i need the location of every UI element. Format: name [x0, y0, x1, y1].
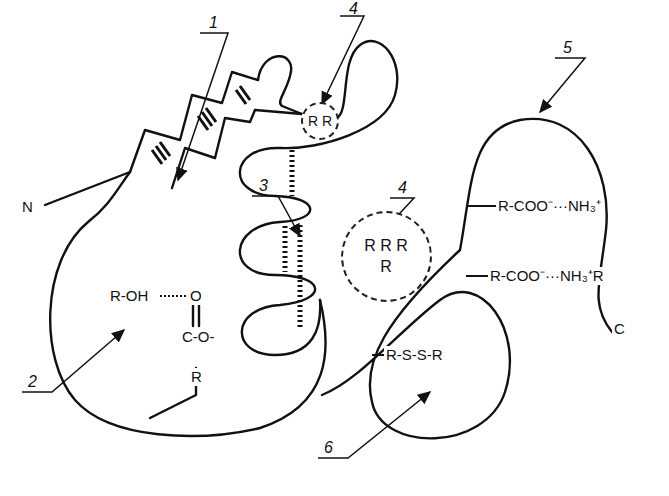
side-chain-group: R R R R [341, 211, 432, 302]
terminus-label: C [612, 320, 627, 338]
callout-number: 4 [396, 179, 409, 197]
callout-number: 6 [322, 439, 335, 457]
side-chain-group: R R [301, 102, 339, 140]
side-chain-text: R R R R [364, 235, 408, 277]
chemical-group: R-COO⁻···NH₃⁺R [488, 267, 606, 285]
terminus-label: N [20, 198, 35, 216]
side-chain-text: R R [308, 111, 332, 132]
chemical-group: R-COO⁻···NH₃⁺ [496, 197, 603, 215]
callout-number: 3 [257, 177, 270, 195]
callout-number: 5 [561, 39, 574, 57]
chemical-group: O [188, 287, 204, 305]
callout-number: 2 [26, 373, 39, 391]
chemical-group: R [189, 368, 204, 386]
chemical-group: R-S-S-R [384, 346, 445, 364]
chemical-group: C-O- [180, 328, 217, 346]
callout-number: 1 [207, 14, 220, 32]
callout-number: 4 [347, 0, 360, 18]
chemical-group: R-OH [108, 287, 150, 305]
